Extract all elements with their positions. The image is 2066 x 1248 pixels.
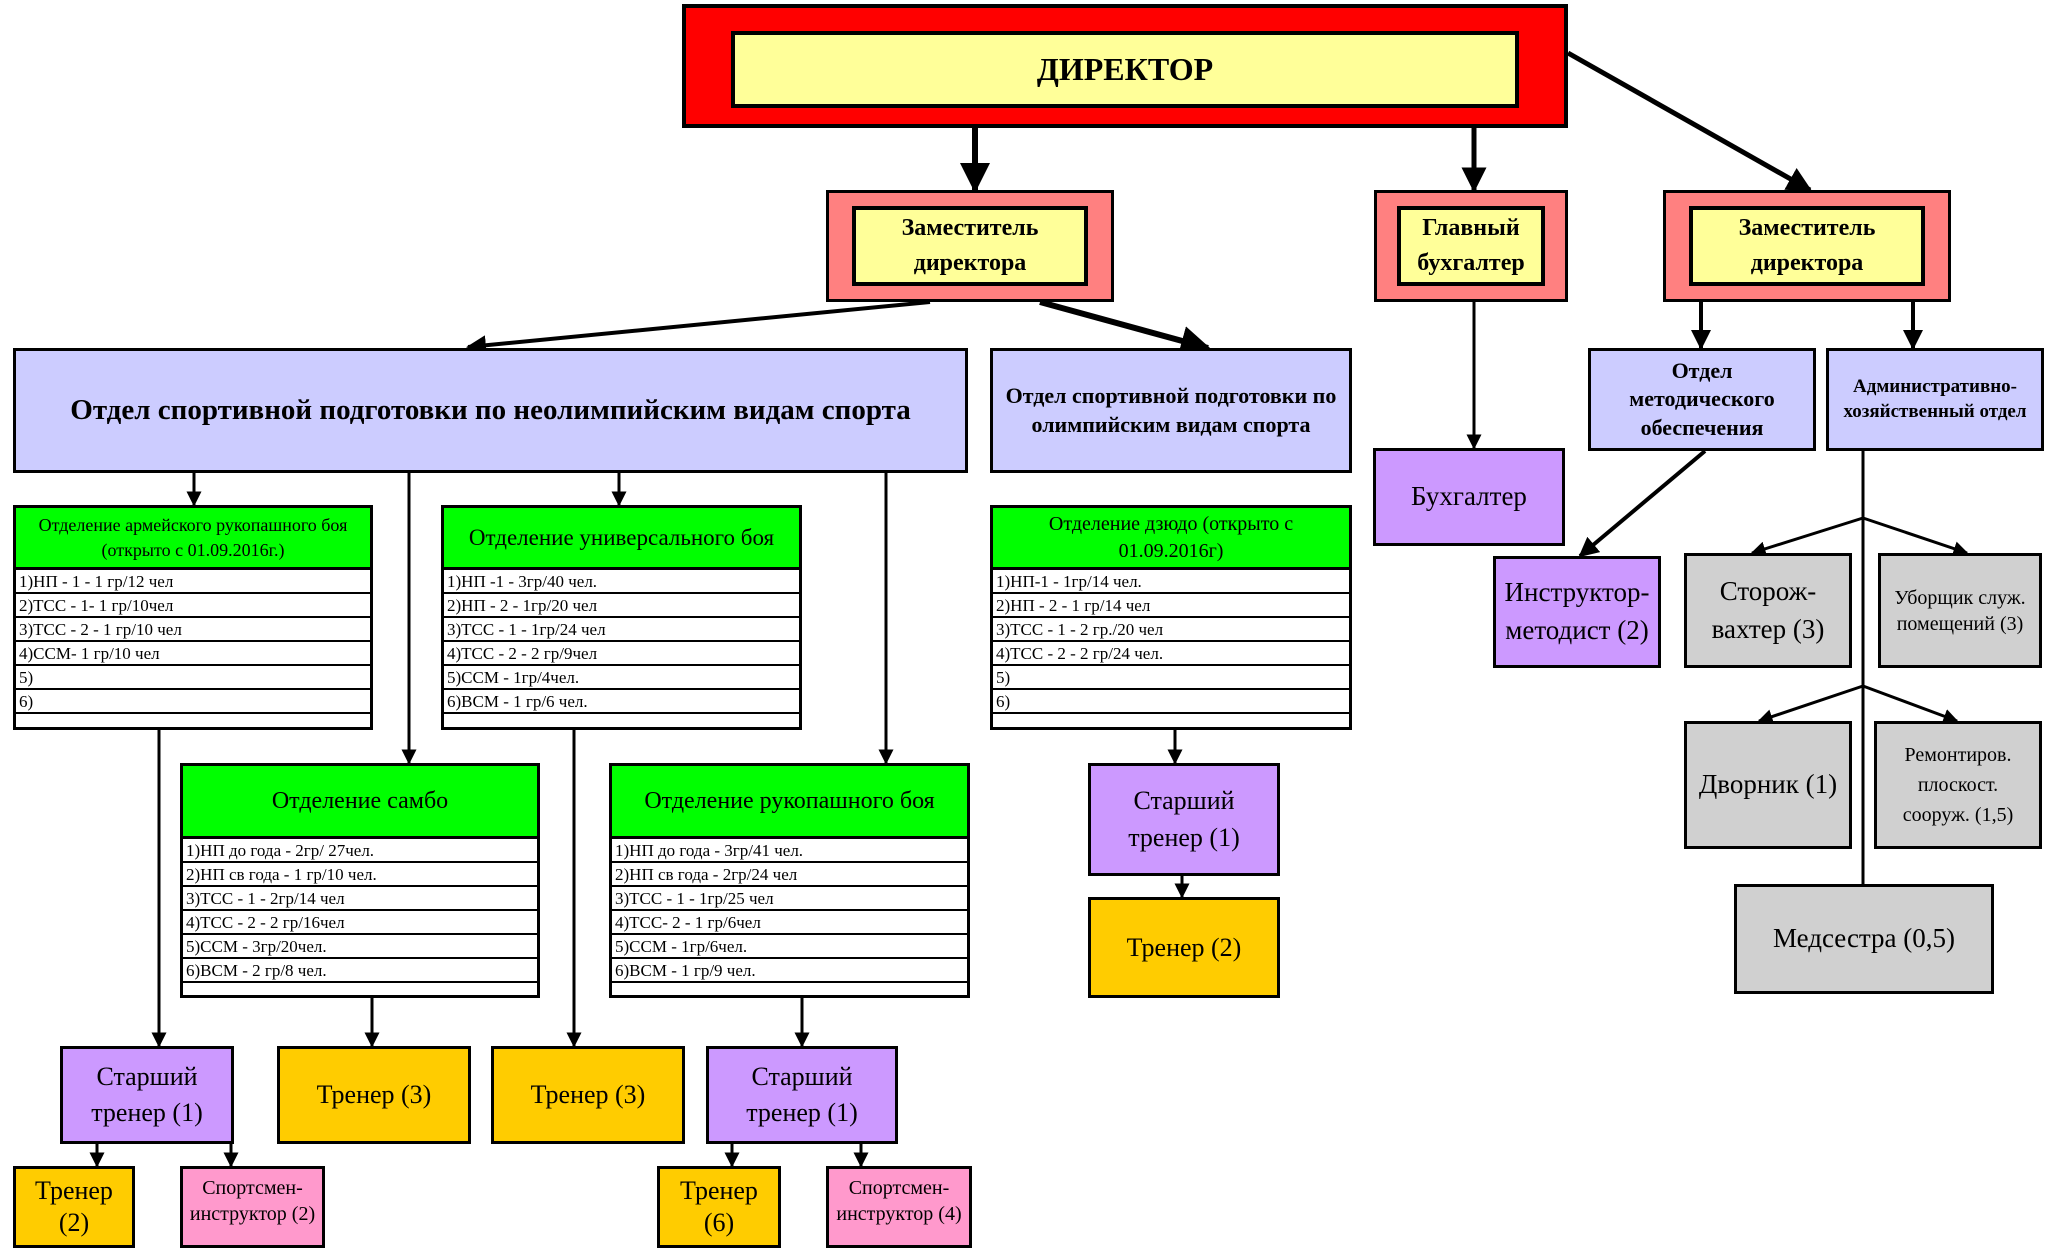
section-row: 5) — [993, 666, 1349, 690]
section-row: 6)ВСМ - 1 гр/6 чел. — [444, 690, 799, 714]
senior-trainer-judo: Старший тренер (1) — [1088, 763, 1280, 876]
section-row: 6)ВСМ - 2 гр/8 чел. — [183, 959, 537, 983]
section-row: 4)ТСС - 2 - 2 гр/16чел — [183, 911, 537, 935]
section-row: 5)ССМ - 1гр/4чел. — [444, 666, 799, 690]
chief-accountant: Главный бухгалтер — [1374, 190, 1568, 302]
section-header: Отделение армейского рукопашного боя (от… — [16, 508, 370, 570]
cleaner: Уборщик служ. помещений (3) — [1878, 553, 2042, 668]
section-row: 1)НП -1 - 3гр/40 чел. — [444, 570, 799, 594]
deputy-director-right-label: Заместитель директора — [1689, 206, 1925, 286]
section-row: 6) — [16, 690, 370, 714]
section-row: 1)НП - 1 - 1 гр/12 чел — [16, 570, 370, 594]
section-row: 5) — [16, 666, 370, 690]
accountant: Бухгалтер — [1373, 448, 1565, 546]
instructor-methodist: Инструктор-методист (2) — [1493, 556, 1661, 668]
section-header: Отделение рукопашного боя — [612, 766, 967, 839]
section-row: 2)НП - 2 - 1гр/20 чел — [444, 594, 799, 618]
athlete-instructor-hand-to-hand: Спортсмен-инструктор (4) — [826, 1166, 972, 1248]
trainer-universal: Тренер (3) — [491, 1046, 685, 1144]
senior-trainer-hand-to-hand: Старший тренер (1) — [706, 1046, 898, 1144]
section-row: 3)ТСС - 1 - 2 гр./20 чел — [993, 618, 1349, 642]
section-row: 4)ССМ- 1 гр/10 чел — [16, 642, 370, 666]
dept-methodical: Отдел методического обеспечения — [1588, 348, 1816, 451]
section-army-hand-to-hand: Отделение армейского рукопашного боя (от… — [13, 505, 373, 730]
nurse: Медсестра (0,5) — [1734, 884, 1994, 994]
section-row: 6)ВСМ - 1 гр/9 чел. — [612, 959, 967, 983]
watchman: Сторож-вахтер (3) — [1684, 553, 1852, 668]
section-row: 1)НП до года - 2гр/ 27чел. — [183, 839, 537, 863]
section-row: 5)ССМ - 3гр/20чел. — [183, 935, 537, 959]
senior-trainer-army: Старший тренер (1) — [60, 1046, 234, 1144]
section-row: 2)НП - 2 - 1 гр/14 чел — [993, 594, 1349, 618]
section-row: 2)НП св года - 2гр/24 чел — [612, 863, 967, 887]
section-row: 4)ТСС - 2 - 2 гр/9чел — [444, 642, 799, 666]
section-row: 1)НП до года - 3гр/41 чел. — [612, 839, 967, 863]
deputy-director-left-label: Заместитель директора — [852, 206, 1088, 286]
director-title: ДИРЕКТОР — [731, 31, 1519, 108]
section-header: Отделение самбо — [183, 766, 537, 839]
deputy-director-left: Заместитель директора — [826, 190, 1114, 302]
section-row: 3)ТСС - 1 - 2гр/14 чел — [183, 887, 537, 911]
janitor: Дворник (1) — [1684, 721, 1852, 849]
section-hand-to-hand: Отделение рукопашного боя 1)НП до года -… — [609, 763, 970, 998]
section-row: 3)ТСС - 1 - 1гр/24 чел — [444, 618, 799, 642]
trainer-judo: Тренер (2) — [1088, 897, 1280, 998]
section-judo: Отделение дзюдо (открыто с 01.09.2016г) … — [990, 505, 1352, 730]
athlete-instructor-army: Спортсмен-инструктор (2) — [180, 1166, 325, 1248]
section-row: 4)ТСС- 2 - 1 гр/6чел — [612, 911, 967, 935]
dept-nonolympic: Отдел спортивной подготовки по неолимпий… — [13, 348, 968, 473]
section-universal-combat: Отделение универсального боя 1)НП -1 - 3… — [441, 505, 802, 730]
section-header: Отделение дзюдо (открыто с 01.09.2016г) — [993, 508, 1349, 570]
section-row: 3)ТСС - 1 - 1гр/25 чел — [612, 887, 967, 911]
section-row: 6) — [993, 690, 1349, 714]
trainer-hand-to-hand: Тренер (6) — [657, 1166, 781, 1248]
trainer-sambo: Тренер (3) — [277, 1046, 471, 1144]
section-row: 1)НП-1 - 1гр/14 чел. — [993, 570, 1349, 594]
section-row: 5)ССМ - 1гр/6чел. — [612, 935, 967, 959]
section-row: 2)НП св года - 1 гр/10 чел. — [183, 863, 537, 887]
repairer: Ремонтиров. плоскост. сооруж. (1,5) — [1874, 721, 2042, 849]
section-sambo: Отделение самбо 1)НП до года - 2гр/ 27че… — [180, 763, 540, 998]
section-row: 3)ТСС - 2 - 1 гр/10 чел — [16, 618, 370, 642]
trainer-army: Тренер (2) — [13, 1166, 135, 1248]
chief-accountant-label: Главный бухгалтер — [1397, 206, 1545, 286]
deputy-director-right: Заместитель директора — [1663, 190, 1951, 302]
section-row: 2)ТСС - 1- 1 гр/10чел — [16, 594, 370, 618]
director-box: ДИРЕКТОР — [682, 4, 1568, 128]
dept-admin: Административно-хозяйственный отдел — [1826, 348, 2044, 451]
dept-olympic: Отдел спортивной подготовки по олимпийск… — [990, 348, 1352, 473]
section-header: Отделение универсального боя — [444, 508, 799, 570]
section-row: 4)ТСС - 2 - 2 гр/24 чел. — [993, 642, 1349, 666]
